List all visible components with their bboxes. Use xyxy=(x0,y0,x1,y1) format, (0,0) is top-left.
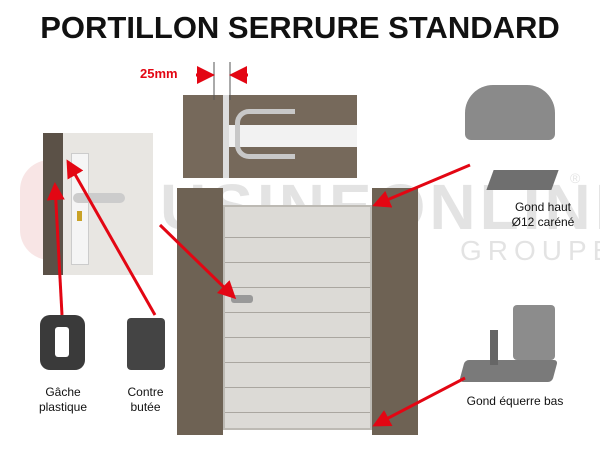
contre-butee-part xyxy=(127,318,165,370)
arrow-gond-bas xyxy=(372,376,466,427)
handle-detail-photo xyxy=(183,95,357,178)
label-gache-line1: Gâche xyxy=(45,385,81,399)
page-title: PORTILLON SERRURE STANDARD xyxy=(40,10,560,45)
left-post xyxy=(177,188,223,435)
right-post xyxy=(372,188,418,435)
gond-haut-part xyxy=(465,85,555,140)
label-gond-haut-line1: Gond haut xyxy=(514,200,572,214)
dimension-label: 25mm xyxy=(140,66,178,81)
watermark-mark: ® xyxy=(570,170,581,186)
gate-handle xyxy=(231,295,253,303)
label-gache-line2: plastique xyxy=(38,400,88,414)
arrow-contre-butee xyxy=(66,159,157,316)
gache-part xyxy=(40,315,85,370)
gate-panel xyxy=(223,205,372,430)
watermark-sub: GROUPE xyxy=(460,235,600,266)
arrow-gache xyxy=(46,182,65,316)
label-contre-line1: Contre xyxy=(127,385,164,399)
arrow-gond-haut xyxy=(372,163,471,208)
gond-bas-pin xyxy=(490,330,498,365)
label-contre-line2: butée xyxy=(130,400,161,414)
arrow-lock-detail xyxy=(158,223,237,300)
label-gond-bas: Gond équerre bas xyxy=(466,394,564,408)
gond-bas-part xyxy=(513,305,555,360)
label-gond-haut-line2: Ø12 caréné xyxy=(511,215,575,229)
